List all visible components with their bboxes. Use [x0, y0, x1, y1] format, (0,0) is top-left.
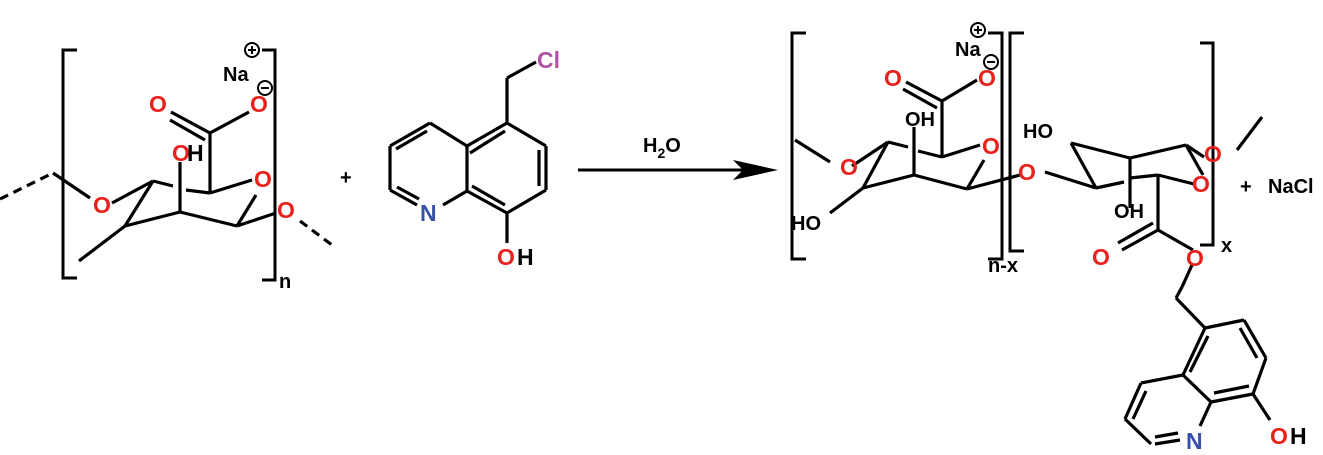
glycosidic-oxygen-left: O — [93, 192, 111, 218]
repeat-subscript-n: n — [279, 271, 291, 293]
hydroxyl-hydrogen: H — [517, 244, 534, 270]
unit2-hydroxyl-bottom: OH — [1114, 201, 1144, 223]
unit1-glycosidic-oxygen: O — [840, 154, 858, 180]
polymer-chain-right-dash — [299, 219, 337, 250]
product-quinoline-hydroxyl-oxygen: O — [1270, 423, 1288, 449]
unit2-repeat-subscript: x — [1221, 235, 1232, 257]
nitrogen-atom: N — [420, 200, 437, 226]
unit2-right-bracket — [1200, 41, 1215, 247]
sodium-counter-ion: Na — [223, 64, 249, 86]
glycosidic-oxygen-right: O — [277, 197, 295, 223]
reagent-label: H2O — [643, 135, 681, 161]
reaction-arrow: H2O — [578, 135, 778, 180]
reactant-sodium-alginate: O O O O O O H Na n — [0, 42, 337, 293]
unit1-hydroxyl-top: OH — [905, 109, 935, 131]
hydroxyl-oxygen: O — [497, 244, 515, 270]
polymer-chain-left-dash — [0, 171, 54, 201]
ring-oxygen: O — [254, 166, 272, 192]
chlorine-atom: Cl — [537, 47, 560, 73]
product-quinoline-nitrogen: N — [1186, 428, 1203, 454]
left-bracket — [61, 48, 77, 280]
reactant-chloromethyl-hydroxyquinoline: Cl N O H — [388, 47, 560, 270]
unit1-ring-oxygen: O — [982, 133, 1000, 159]
hydroxyl-oxygen: O — [172, 140, 190, 166]
plus-sign-2: + — [1240, 176, 1252, 198]
unit1-carboxylate-oxygen: O — [978, 65, 996, 91]
unit2-left-bracket — [1008, 31, 1024, 253]
byproduct-nacl: NaCl — [1268, 176, 1314, 198]
unit2-glycosidic-oxygen: O — [1204, 141, 1222, 167]
carboxylate-oxygen: O — [250, 91, 268, 117]
product-alginate-8hq-ester: O O O O O OH HO Na n-x O O HO OH — [790, 22, 1307, 454]
unit1-right-bracket — [988, 31, 1004, 261]
plus-sign: + — [340, 167, 352, 189]
unit1-repeat-subscript: n-x — [988, 255, 1018, 277]
product-quinoline-hydroxyl-hydrogen: H — [1290, 423, 1307, 449]
unit1-sodium-counter-ion: Na — [955, 39, 981, 61]
unit1-carbonyl-oxygen: O — [884, 65, 902, 91]
right-bracket — [262, 48, 277, 282]
arrowhead-icon — [733, 160, 778, 180]
carbonyl-oxygen: O — [149, 91, 167, 117]
unit2-carbonyl-oxygen: O — [1092, 244, 1110, 270]
unit2-ring-oxygen: O — [1192, 171, 1210, 197]
unit1-hydroxyl-bottom: HO — [791, 213, 821, 235]
unit1-left-bracket — [790, 31, 806, 261]
hydroxyl-hydrogen: H — [187, 140, 204, 166]
unit2-ester-oxygen: O — [1186, 245, 1204, 271]
bridge-oxygen: O — [1018, 159, 1036, 185]
unit2-hydroxyl-top: HO — [1023, 121, 1053, 143]
